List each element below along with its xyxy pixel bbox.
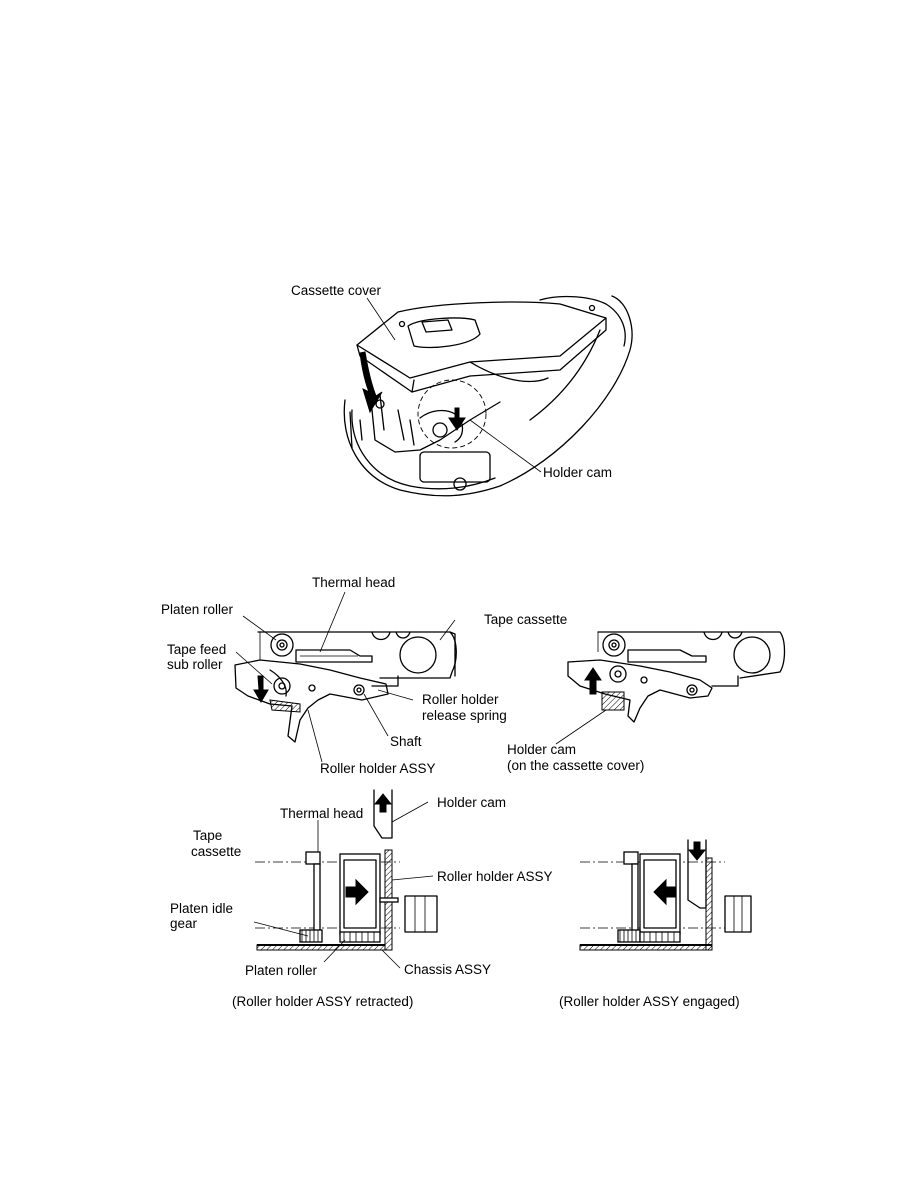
roller-mechanism-retracted — [234, 591, 457, 763]
platen-idle-gear-label-line2: gear — [170, 916, 198, 931]
tape-cassette-section-label-line2: cassette — [191, 844, 242, 859]
roller-holder-assy-label: Roller holder ASSY — [320, 761, 436, 776]
platen-roller-label: Platen roller — [161, 602, 234, 617]
tape-cassette-section-label-line1: Tape — [193, 828, 223, 843]
holder-cam-label-line1: Holder cam — [507, 742, 577, 757]
cross-section-retracted — [253, 789, 438, 969]
holder-cam-section-label: Holder cam — [437, 795, 507, 810]
roller-holder-release-spring-label-line1: Roller holder — [422, 692, 499, 707]
platen-roller-section-label: Platen roller — [245, 963, 318, 978]
thermal-head-section-label: Thermal head — [280, 806, 364, 821]
holder-cam-label-line2: (on the cassette cover) — [507, 758, 645, 773]
retracted-caption: (Roller holder ASSY retracted) — [232, 994, 414, 1009]
shaft-label: Shaft — [390, 734, 422, 749]
platen-idle-gear-label-line1: Platen idle — [170, 901, 234, 916]
roller-holder-assy-section-label: Roller holder ASSY — [437, 869, 553, 884]
cross-section-engaged — [579, 839, 752, 951]
labeler-illustration — [343, 295, 633, 497]
cassette-cover-label: Cassette cover — [291, 283, 382, 298]
chassis-assy-label: Chassis ASSY — [404, 962, 492, 977]
tape-cassette-label: Tape cassette — [484, 612, 568, 627]
tape-feed-sub-roller-label-line2: sub roller — [167, 657, 223, 672]
roller-mechanism-engaged — [555, 631, 786, 745]
tape-feed-sub-roller-label-line1: Tape feed — [167, 642, 227, 657]
roller-holder-release-spring-label-line2: release spring — [422, 708, 507, 723]
holder-cam-label: Holder cam — [543, 465, 613, 480]
engaged-caption: (Roller holder ASSY engaged) — [559, 994, 740, 1009]
thermal-head-label: Thermal head — [312, 575, 396, 590]
